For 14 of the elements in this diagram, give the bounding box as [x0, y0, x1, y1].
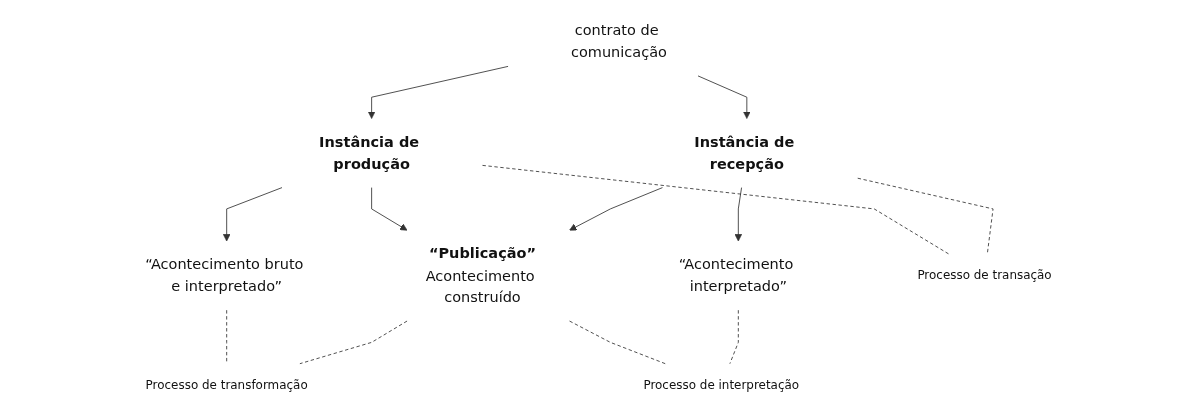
connector: [857, 177, 994, 255]
node-text: “Acontecimento bruto e interpretado”: [145, 255, 304, 295]
node-text: Instância de produção: [319, 133, 420, 172]
connector: [729, 309, 740, 365]
node-text: Instância de recepção: [694, 133, 795, 172]
connector: [226, 309, 228, 365]
node-text: “Acontecimento interpretado”: [679, 255, 794, 295]
connector: [482, 164, 950, 255]
node-text: Processo de interpretação: [643, 378, 800, 392]
node-text: contrato de comunicação: [571, 21, 668, 61]
node-text: Processo de transformação: [146, 378, 309, 392]
connector: [299, 320, 408, 365]
node-text: “Publicação” Acontecimento construído: [426, 244, 537, 306]
node-text: Processo de transação: [917, 268, 1053, 283]
